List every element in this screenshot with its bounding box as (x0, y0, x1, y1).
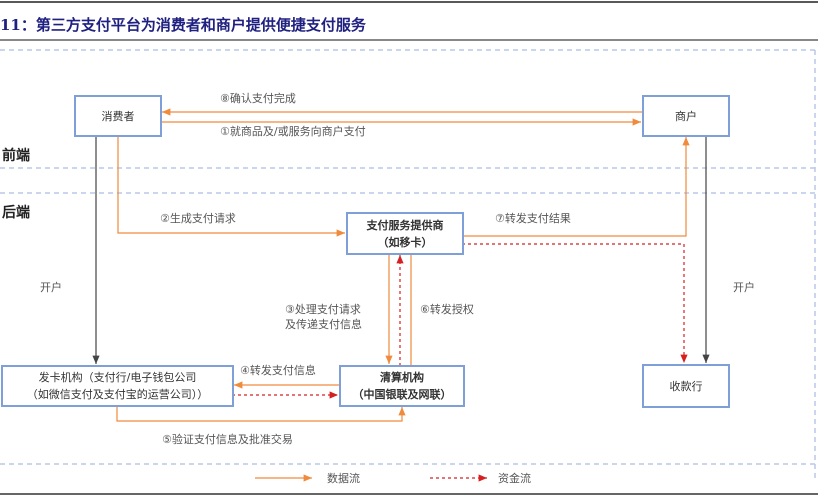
label-open-account-right: 开户 (733, 281, 755, 294)
edge-step5 (116, 405, 406, 422)
label-step7: ⑦转发支付结果 (495, 212, 571, 225)
label-step1: ①就商品及/或服务向商户支付 (220, 125, 366, 138)
node-sublabel: （如微信支付及支付宝的运营公司）） (26, 388, 209, 401)
label-step2: ②生成支付请求 (160, 212, 236, 225)
label-step8: ⑧确认支付完成 (220, 92, 296, 105)
zone-back-label: 后端 (2, 205, 30, 221)
node-consumer: 消费者 (74, 95, 162, 137)
node-payment-service-provider: 支付服务提供商 （如移卡） (346, 212, 464, 255)
zone-borders (0, 49, 816, 478)
node-issuer: 发卡机构（支付行/电子钱包公司 （如微信支付及支付宝的运营公司）） (1, 365, 234, 407)
legend-fund-flow: 资金流 (498, 472, 531, 485)
node-label: 支付服务提供商 (366, 218, 444, 232)
label-step5: ⑤验证支付信息及批准交易 (162, 433, 293, 446)
node-label: 收款行 (669, 379, 703, 393)
edge-step7 (462, 137, 690, 237)
edge-step2 (117, 135, 345, 237)
node-sublabel: （如移卡） (377, 235, 433, 249)
label-step3-line2: 及传递支付信息 (285, 318, 362, 331)
node-acquirer: 收款行 (642, 364, 730, 408)
node-label: 清算机构 (380, 371, 424, 384)
node-label: 商户 (675, 109, 697, 123)
node-label: 发卡机构（支付行/电子钱包公司 (38, 371, 197, 384)
node-sublabel: （中国银联及网联） (352, 388, 452, 401)
zone-front-label: 前端 (2, 148, 30, 164)
label-open-account-left: 开户 (40, 281, 62, 294)
node-merchant: 商户 (642, 95, 730, 137)
node-clearing: 清算机构 （中国银联及网联） (339, 365, 465, 407)
fund-psp-acquirer (462, 243, 688, 363)
legend-data-flow: 数据流 (327, 472, 360, 485)
figure-title: 11：第三方支付平台为消费者和商户提供便捷支付服务 (0, 16, 366, 34)
label-step3-line1: ③处理支付请求 (285, 303, 361, 316)
node-label: 消费者 (101, 109, 135, 123)
label-step6: ⑥转发授权 (420, 303, 474, 316)
label-step4: ④转发支付信息 (240, 364, 316, 377)
